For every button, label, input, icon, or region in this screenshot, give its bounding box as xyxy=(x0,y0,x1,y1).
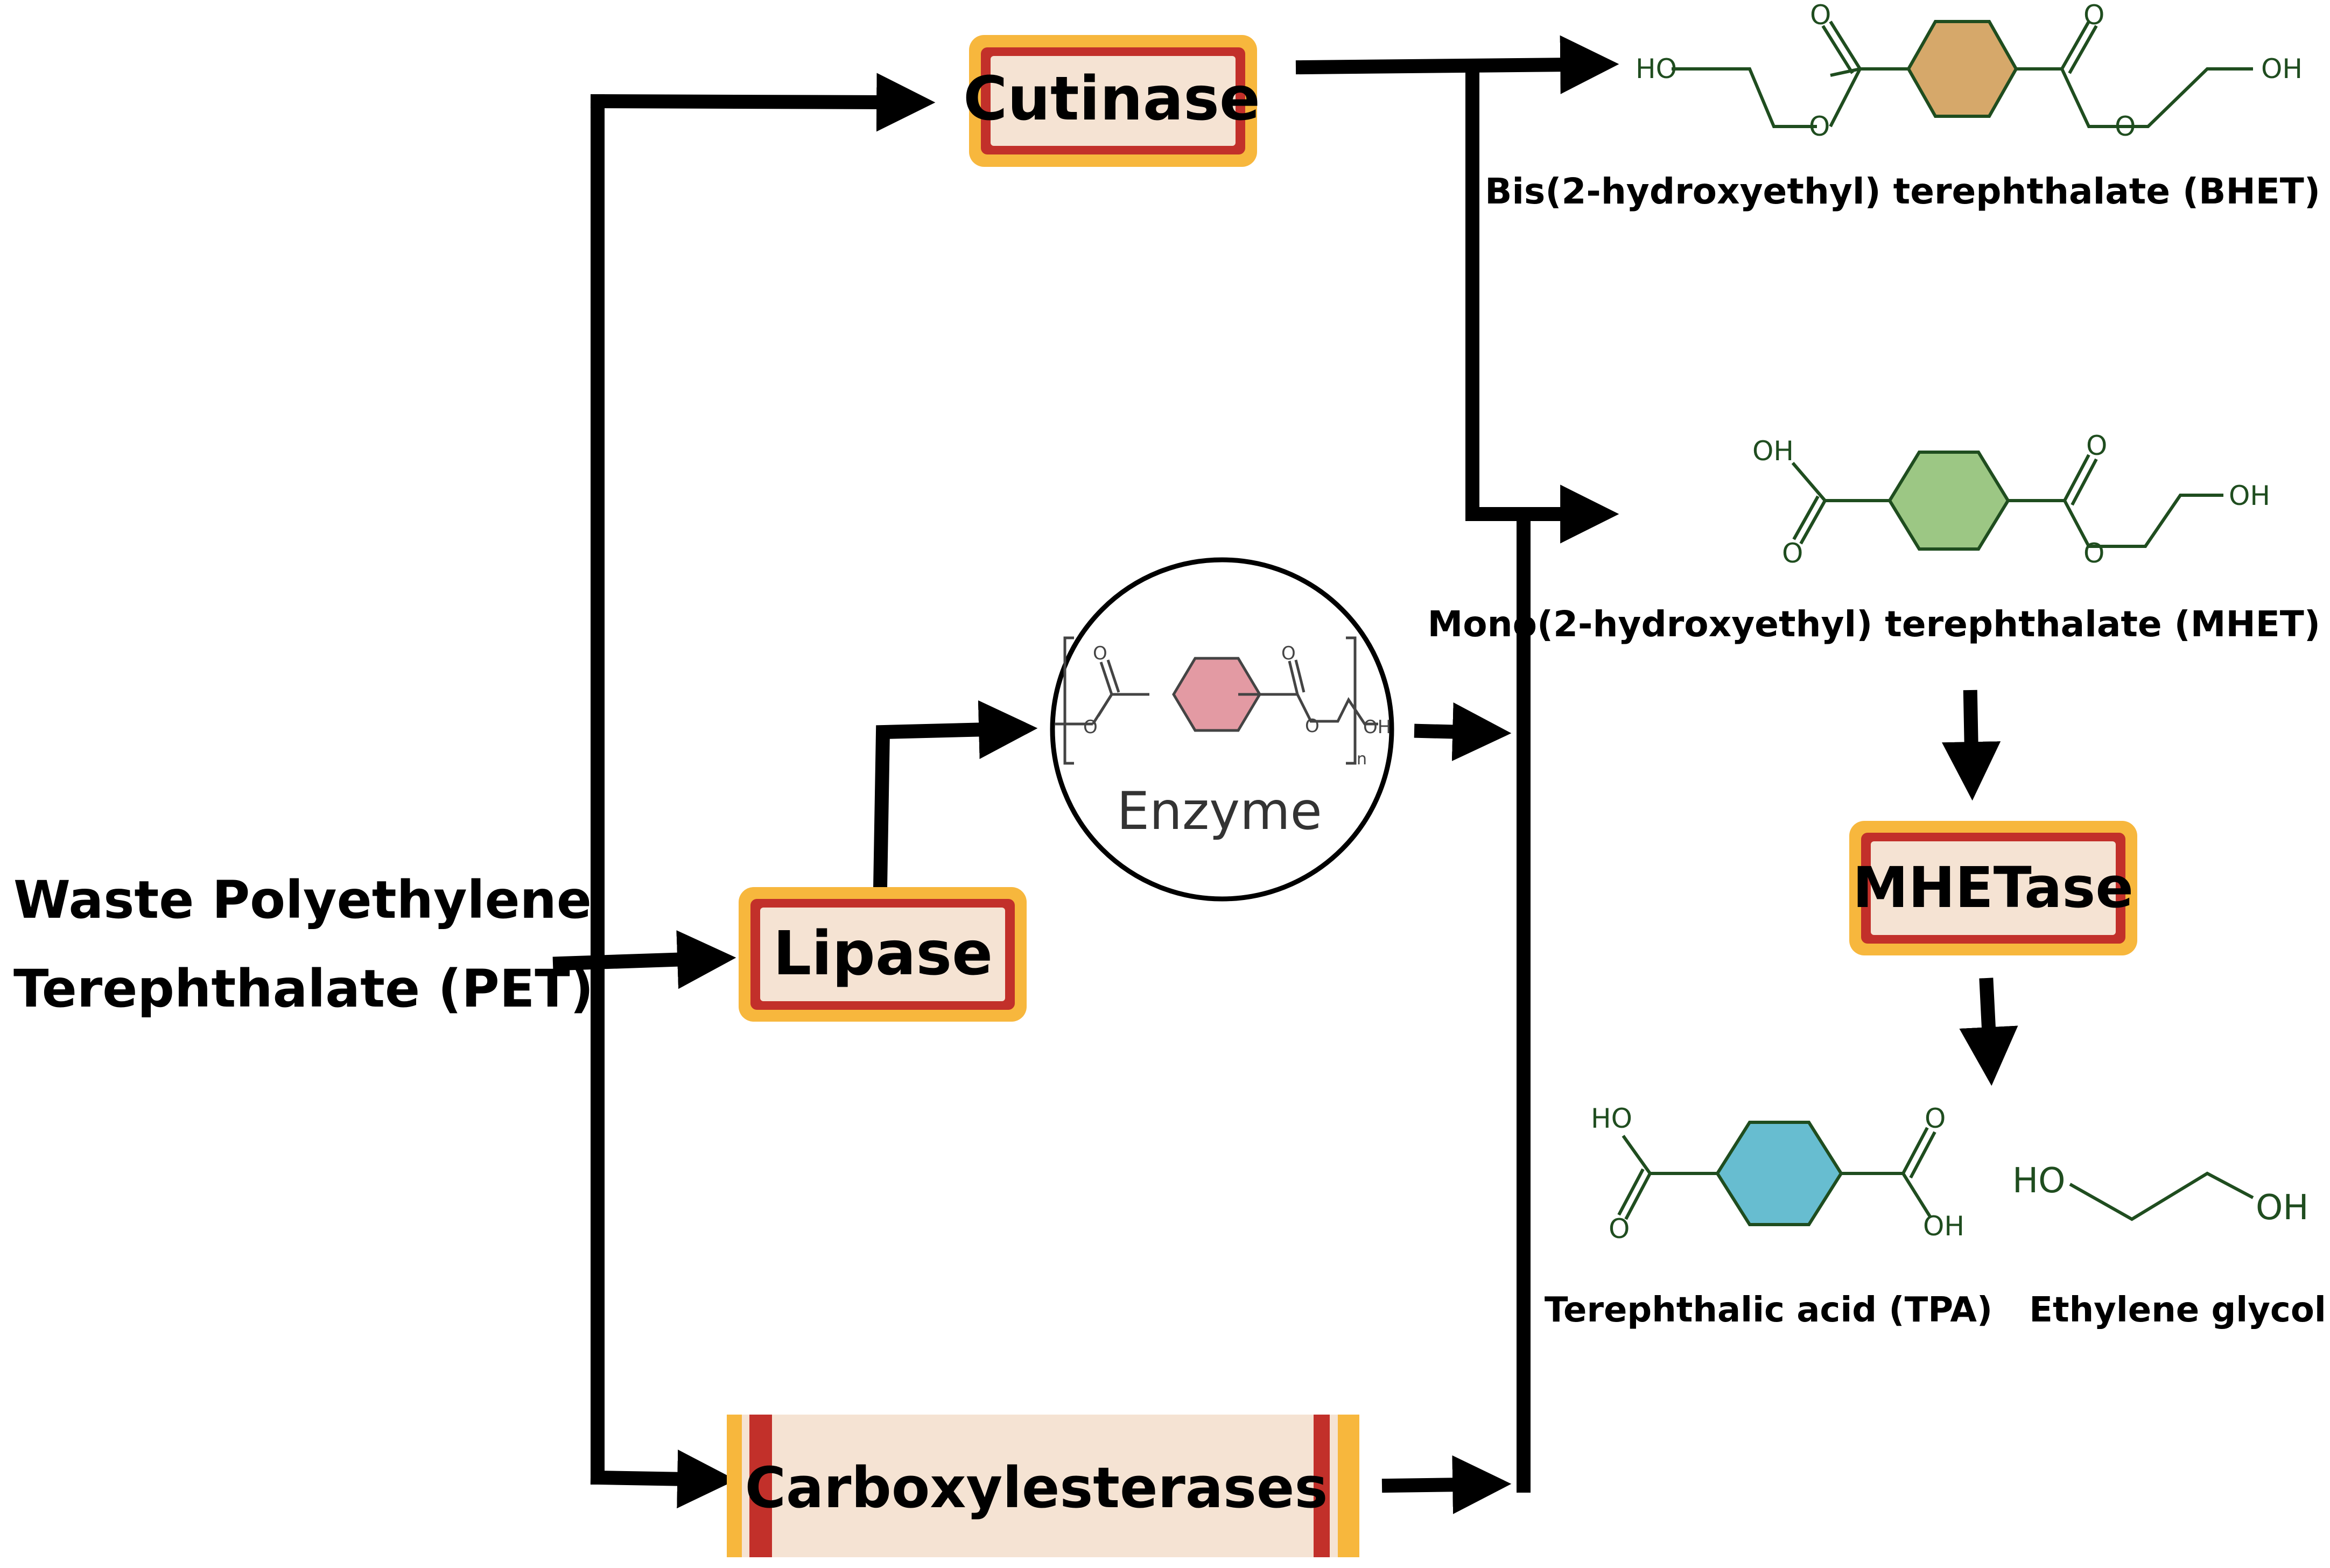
mhet-o-ester: O xyxy=(2083,538,2104,569)
cutinase-box: Cutinase xyxy=(963,35,1260,167)
pet-o-left: O xyxy=(1093,643,1107,664)
tpa-o-right: O xyxy=(1925,1103,1946,1134)
pet-o-left-ester: O xyxy=(1083,716,1098,738)
arrow-to-cutinase xyxy=(590,73,936,132)
bhet-molecule: HO O O O O OH xyxy=(1636,0,2303,142)
pet-repeat-unit xyxy=(1055,636,1378,765)
eg-label: Ethylene glycol xyxy=(2029,1290,2326,1330)
arrow-mhetase-to-products xyxy=(1959,978,2018,1086)
bhet-o-top-left: O xyxy=(1810,0,1831,31)
source-label-line2: Terephthalate (PET) xyxy=(13,959,594,1019)
mhet-oh-left: OH xyxy=(1752,435,1794,467)
eg-ho: HO xyxy=(2012,1161,2066,1201)
eg-oh: OH xyxy=(2256,1188,2309,1228)
mhet-molecule: OH O O O OH xyxy=(1752,430,2270,569)
connectors xyxy=(552,35,2018,1514)
bhet-o-ester-right: O xyxy=(2115,111,2136,142)
bhet-o-top-right: O xyxy=(2083,0,2104,31)
carboxylesterases-box: Carboxylesterases xyxy=(727,1415,1359,1557)
tpa-ho: HO xyxy=(1591,1103,1632,1134)
bhet-o-ester-left: O xyxy=(1809,111,1830,142)
bhet-ho: HO xyxy=(1636,53,1677,85)
tpa-molecule: HO O O OH xyxy=(1591,1103,1964,1244)
mhet-label: Mono(2-hydroxyethyl) terephthalate (MHET… xyxy=(1428,603,2320,645)
mhet-ring xyxy=(1887,451,2010,551)
pet-subscript-n: n xyxy=(1357,750,1367,769)
tpa-label: Terephthalic acid (TPA) xyxy=(1545,1290,1992,1330)
arrow-cutinase-to-bhet xyxy=(1295,35,1619,94)
tpa-oh: OH xyxy=(1923,1211,1964,1242)
tpa-ring xyxy=(1715,1121,1843,1226)
mhetase-label: MHETase xyxy=(1852,855,2134,920)
arrow-carboxylesterases-to-collector xyxy=(1381,1455,1512,1514)
pet-o-right: O xyxy=(1281,643,1296,664)
lipase-box: Lipase xyxy=(739,887,1027,1022)
bhet-label: Bis(2-hydroxyethyl) terephthalate (BHET) xyxy=(1485,171,2320,212)
arrow-to-carboxylesterases xyxy=(590,1450,736,1509)
bhet-ring xyxy=(1906,20,2018,118)
mhet-oh-right: OH xyxy=(2229,480,2270,511)
arrow-pet-to-lipase xyxy=(552,930,736,989)
mhetase-box: MHETase xyxy=(1849,821,2137,955)
enzyme-circle: O O O O OH n Enzyme xyxy=(1050,557,1394,902)
mhet-o-left: O xyxy=(1782,538,1803,569)
lipase-label: Lipase xyxy=(773,919,993,989)
tpa-o-left: O xyxy=(1609,1213,1630,1244)
arrow-mhet-to-mhetase xyxy=(1941,690,2001,801)
pet-oh: OH xyxy=(1363,716,1391,738)
ethylene-glycol-molecule: HO OH xyxy=(2012,1161,2309,1228)
source-label-line1: Waste Polyethylene xyxy=(13,870,592,930)
carboxylesterases-label: Carboxylesterases xyxy=(745,1455,1328,1521)
mhet-o-top-right: O xyxy=(2086,430,2107,461)
pet-o-right-ester: O xyxy=(1305,715,1320,737)
arrow-enzyme-to-collector xyxy=(1414,702,1512,762)
bhet-oh: OH xyxy=(2261,53,2303,85)
enzyme-circle-label: Enzyme xyxy=(1117,781,1322,841)
arrow-lipase-to-enzyme xyxy=(873,700,1038,896)
cutinase-label: Cutinase xyxy=(963,64,1260,134)
